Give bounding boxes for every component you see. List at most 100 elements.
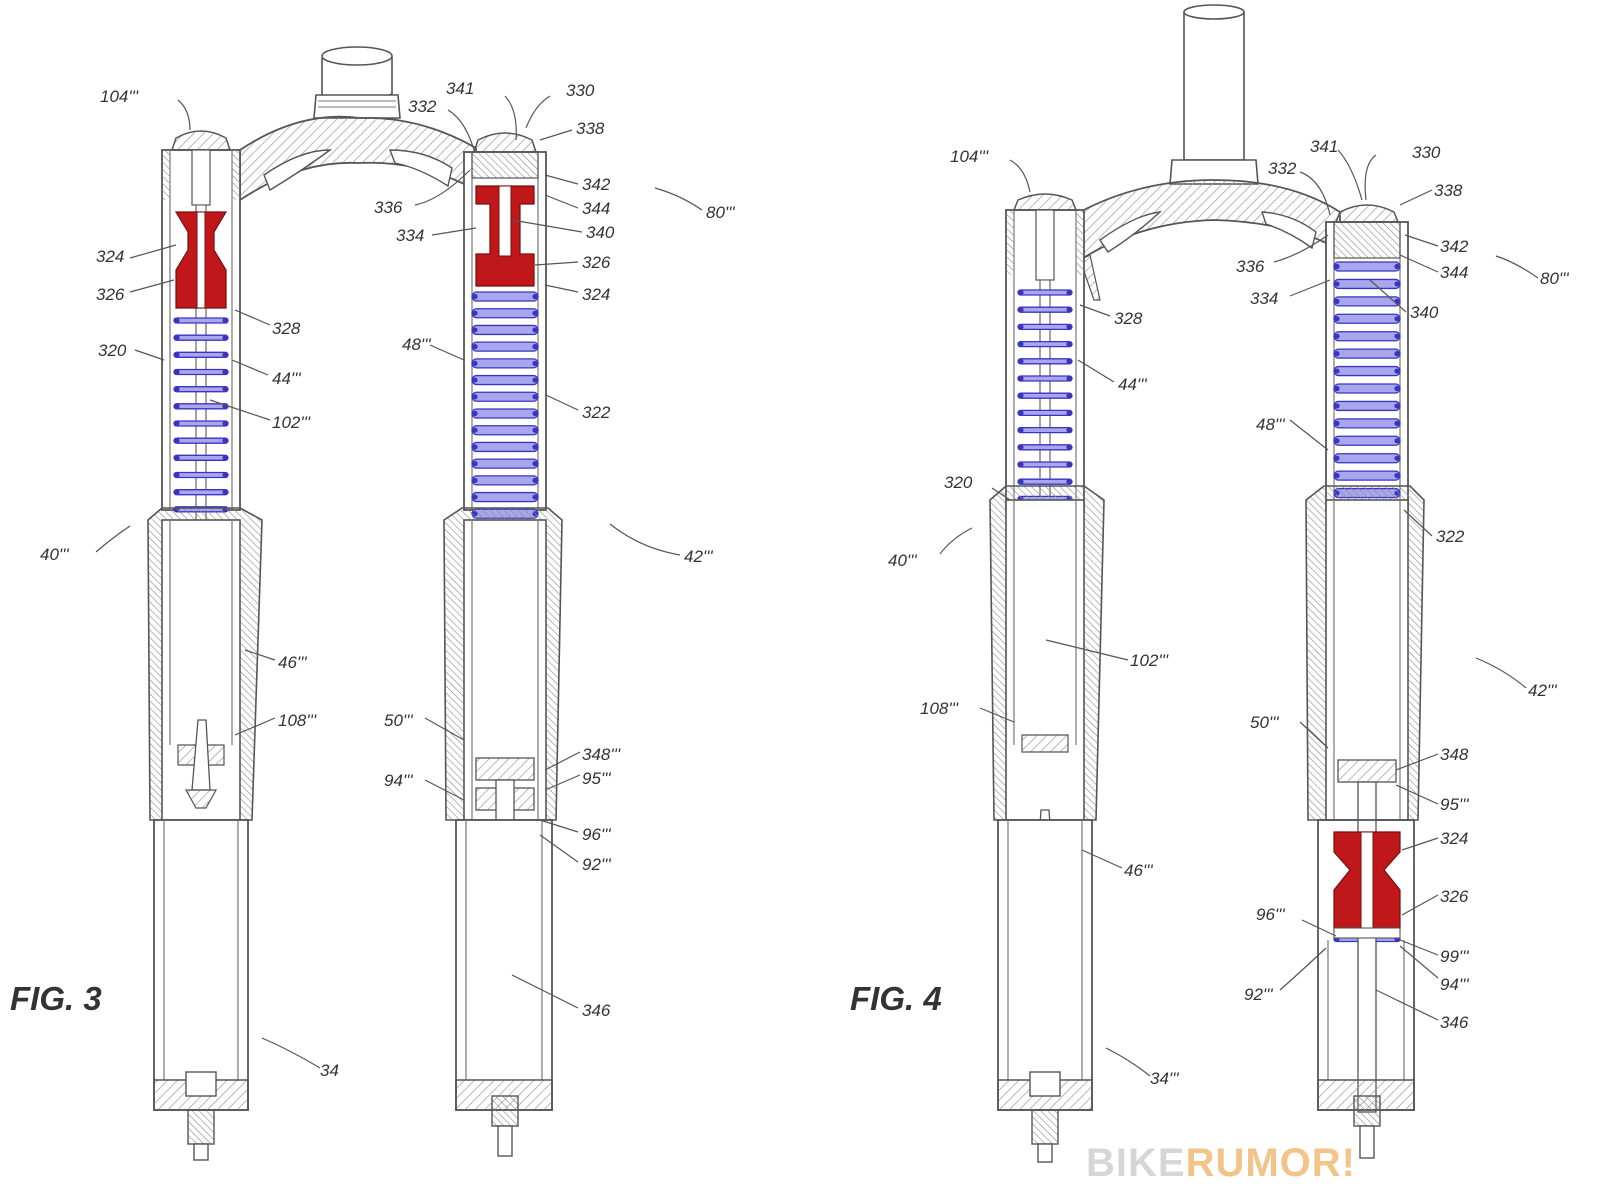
label-342: 342	[1440, 237, 1469, 256]
label-92: 92'''	[1244, 985, 1273, 1004]
spring-coil-end	[174, 352, 180, 358]
label-332: 332	[408, 97, 437, 116]
spring-coil-end	[222, 369, 228, 375]
spring-coil	[1333, 400, 1401, 412]
spring-coil-end	[1066, 427, 1072, 433]
spring-coil	[1333, 418, 1401, 429]
label-324-right: 324	[582, 285, 610, 304]
figure-4: 104''' 341 330 332 338 342 336 344 80'''…	[850, 4, 1569, 1163]
spring-coil-end	[222, 455, 228, 461]
spring-coil-end	[1394, 420, 1400, 426]
spring-coil-end	[1018, 358, 1024, 364]
figure-4-title: FIG. 4	[850, 980, 942, 1017]
spring-coil	[1017, 306, 1073, 313]
watermark-rumor: RUMOR	[1186, 1141, 1342, 1185]
spring-coil-end	[532, 394, 538, 400]
spring-coil	[1333, 313, 1401, 324]
spring-coil-end	[222, 489, 228, 495]
spring-coil-end	[472, 427, 478, 433]
crown	[239, 115, 477, 202]
spring-coil-end	[1334, 473, 1340, 479]
label-338: 338	[1434, 181, 1463, 200]
spring-coil-end	[1066, 324, 1072, 330]
spring-coil-end	[532, 327, 538, 333]
spring-coil-end	[472, 327, 478, 333]
spring-coil	[471, 491, 539, 503]
watermark-exclaim: !	[1342, 1141, 1356, 1185]
spring-coil-end	[532, 293, 538, 300]
spring-coil	[1017, 289, 1073, 296]
spring-coil-end	[174, 317, 180, 324]
left-leg	[147, 130, 263, 1161]
spring-coil-end	[222, 386, 228, 392]
spring-coil-end	[174, 369, 180, 375]
label-40: 40'''	[888, 551, 917, 570]
label-334: 334	[396, 226, 424, 245]
watermark-bike: BIKE	[1086, 1141, 1186, 1185]
spring-coil	[173, 386, 229, 393]
crown	[1079, 179, 1341, 301]
label-44: 44'''	[1118, 375, 1147, 394]
spring-coil-end	[1018, 427, 1024, 433]
spring-coil-end	[1394, 438, 1400, 444]
spring-coil	[1333, 383, 1401, 394]
spring-coil-end	[1334, 298, 1340, 304]
spring-coil-end	[1334, 351, 1340, 357]
spring-coil-end	[174, 420, 180, 427]
label-326-right: 326	[582, 253, 611, 272]
label-322: 322	[582, 403, 611, 422]
spring-coil-end	[1018, 289, 1024, 296]
right-leg	[443, 132, 563, 1157]
label-34: 34'''	[1150, 1069, 1179, 1088]
figure-3-reference-labels: 104''' 330 341 332 338 342 344 336 80'''…	[10, 79, 735, 1080]
spring-coil-end	[532, 427, 538, 433]
spring-coil-end	[1066, 341, 1072, 347]
spring-coil	[1017, 409, 1073, 417]
spring-coil-end	[1018, 307, 1024, 313]
label-94: 94'''	[1440, 975, 1469, 994]
leader-lines	[939, 149, 1539, 1077]
spring-coil	[173, 420, 229, 427]
spring-coil-end	[1018, 410, 1024, 416]
label-80: 80'''	[706, 203, 735, 222]
label-104: 104'''	[100, 87, 139, 106]
label-92: 92'''	[582, 855, 611, 874]
label-324-left: 324	[96, 247, 124, 266]
spring-coil-end	[532, 377, 538, 383]
label-94: 94'''	[384, 771, 413, 790]
spring-coil-end	[532, 344, 538, 350]
spring-coil-end	[1334, 438, 1340, 444]
spring-coil-end	[472, 394, 478, 400]
spring-coil	[1333, 331, 1401, 342]
spring-coil-end	[1066, 410, 1072, 416]
spring-coil	[1017, 461, 1073, 468]
right-leg	[1305, 204, 1425, 1159]
label-50: 50'''	[1250, 713, 1279, 732]
spring-coil	[471, 308, 539, 319]
spring-coil-end	[1018, 393, 1024, 399]
label-44: 44'''	[272, 369, 301, 388]
spring-coil	[173, 454, 229, 461]
spring-coil	[471, 358, 539, 369]
figure-3: 104''' 330 341 332 338 342 344 336 80'''…	[10, 46, 735, 1161]
spring-coil-end	[1334, 316, 1340, 322]
spring-coil-end	[472, 494, 478, 500]
label-34: 34	[320, 1061, 339, 1080]
spring-coil-end	[174, 438, 180, 444]
spring-coil-end	[1066, 479, 1072, 485]
spring-coil-end	[222, 335, 228, 341]
spring-coil-end	[472, 377, 478, 383]
spring-coil	[471, 458, 539, 469]
spring-coil	[1333, 348, 1401, 359]
label-341: 341	[446, 79, 474, 98]
spring-coil-end	[532, 410, 538, 417]
label-336: 336	[1236, 257, 1265, 276]
label-46: 46'''	[278, 653, 307, 672]
label-324: 324	[1440, 829, 1468, 848]
label-330: 330	[1412, 143, 1441, 162]
label-102: 102'''	[1130, 651, 1169, 670]
spring-coil	[1017, 323, 1073, 331]
spring-coil-end	[532, 360, 538, 366]
spring-coil-end	[1394, 351, 1400, 357]
